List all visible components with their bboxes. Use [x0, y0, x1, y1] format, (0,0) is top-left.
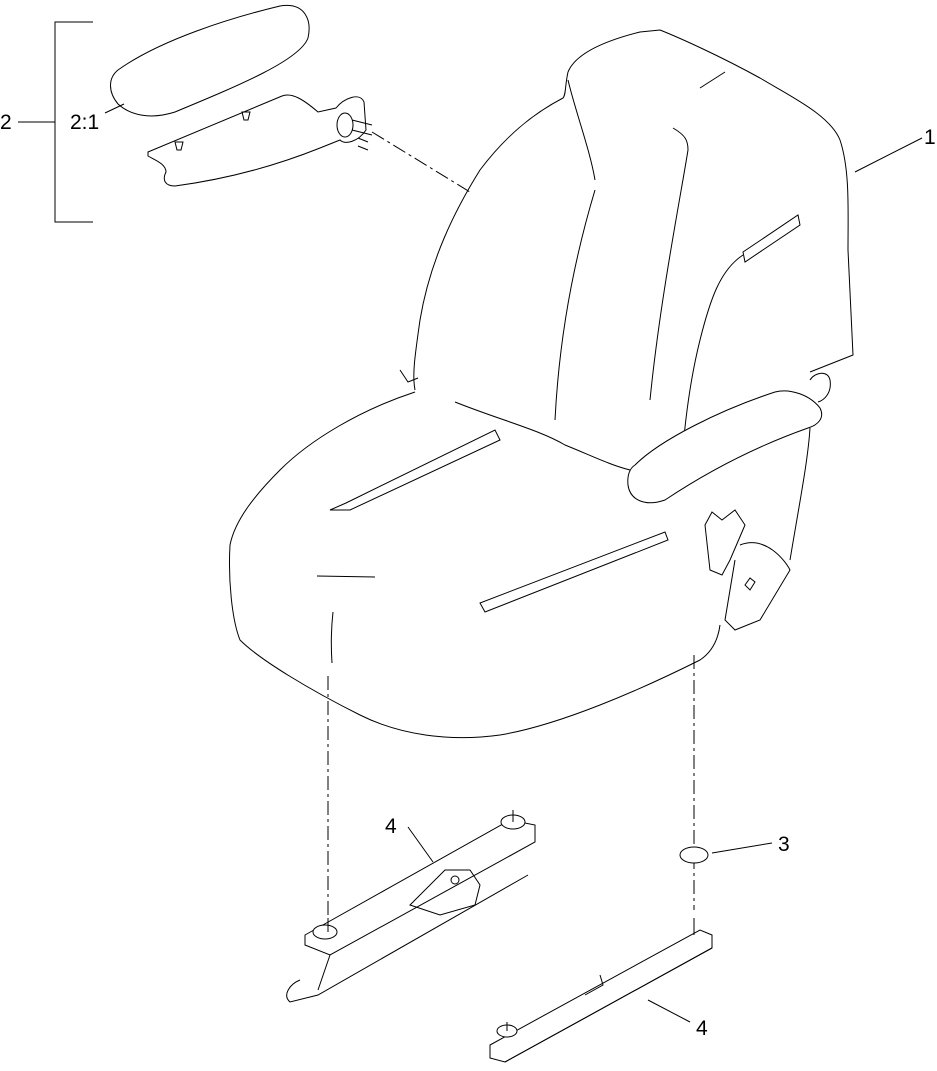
- callout-1: 1: [924, 126, 936, 149]
- armrest-bracket: [147, 94, 373, 187]
- armrest-installed: [627, 372, 831, 561]
- washer: [679, 842, 773, 864]
- armrest-centerline: [371, 131, 471, 193]
- armrest-pad-exploded: [104, 4, 310, 117]
- leader-4a: [407, 826, 434, 863]
- callout-4-right-rail: 4: [696, 1017, 708, 1040]
- seat-backrest: [399, 29, 854, 461]
- group-2-bracket: [18, 21, 93, 223]
- callout-3: 3: [778, 833, 790, 856]
- seat-rail-left: [286, 810, 536, 1003]
- callout-4-left-rail: 4: [385, 815, 397, 838]
- seat-rail-right: [489, 918, 713, 1063]
- leader-4b: [647, 999, 691, 1023]
- callout-2-1: 2:1: [70, 111, 100, 134]
- seat-cushion: [229, 391, 721, 739]
- leader-1: [854, 137, 923, 173]
- callout-2: 2: [0, 111, 12, 134]
- seat-belt-buckle: [704, 509, 791, 631]
